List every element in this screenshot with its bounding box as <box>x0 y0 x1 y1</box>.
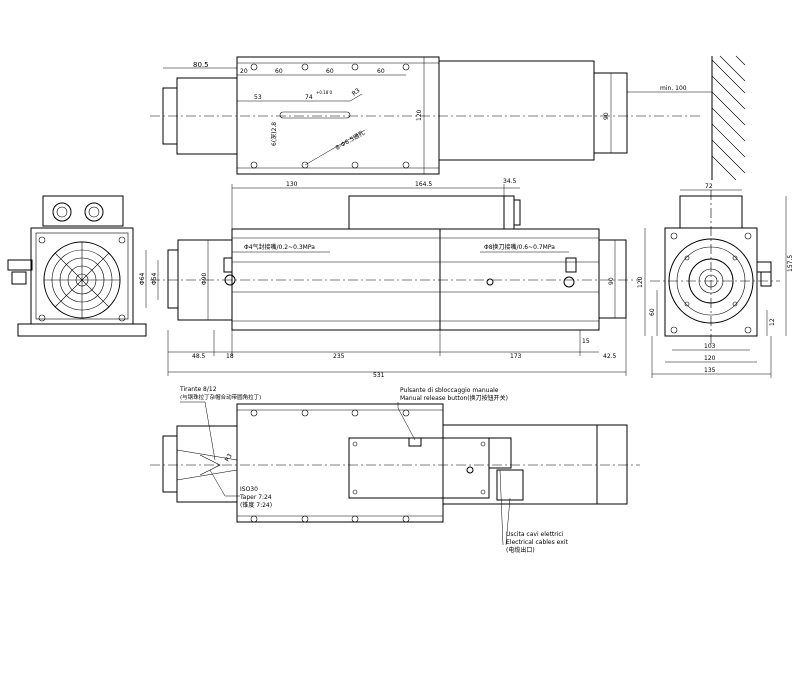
mount-holes-top <box>250 63 410 169</box>
dim-min100: min. 100 <box>660 85 687 92</box>
side-view: 72 157.5 120 60 12 103 120 135 <box>637 183 794 378</box>
left-end-view <box>7 195 147 337</box>
dim-60c: 60 <box>377 68 385 75</box>
dim-42-5: 42.5 <box>603 353 617 360</box>
dim-130: 130 <box>286 181 298 188</box>
dim-60b: 60 <box>326 68 334 75</box>
top-view: 80.5 20 60 60 60 53 74 +0.18 0 R3 6(深)2.… <box>150 55 746 181</box>
dim-90-top: 90 <box>603 112 610 120</box>
dim-120-top: 120 <box>416 109 423 121</box>
dim-phi90: Φ90 <box>201 272 208 285</box>
bottom-view: Tirante 8/12 (与钢珠拉丁杂帽合动带圆角拉丁) R3 ISO30 T… <box>150 386 640 554</box>
dim-slot: 6(深)2.8 <box>270 122 278 146</box>
dim-74: 74 <box>305 94 313 101</box>
dim-15: 15 <box>582 338 590 345</box>
dim-120-side: 120 <box>637 276 644 288</box>
dim-53: 53 <box>254 94 262 101</box>
dim-phi64: Φ64 <box>139 272 146 285</box>
dim-holes: 8-Φ6.5通孔 <box>334 129 366 152</box>
release-label-1: Pulsante di sbloccaggio manuale <box>400 387 499 394</box>
tirante-label-2: (与钢珠拉丁杂帽合动带圆角拉丁) <box>180 393 261 401</box>
wall-hatch <box>711 55 746 181</box>
dim-103: 103 <box>704 343 716 350</box>
dim-235: 235 <box>333 353 345 360</box>
dim-74-tol: +0.18 0 <box>316 90 333 95</box>
iso-label-2: Taper 7:24 <box>239 494 272 501</box>
dim-18: 18 <box>226 353 234 360</box>
dim-60-side: 60 <box>649 308 656 316</box>
dim-90-front: 90 <box>608 277 615 285</box>
dim-48-5: 48.5 <box>192 353 206 360</box>
dim-135: 135 <box>704 367 716 374</box>
cable-label-3: (电缆出口) <box>506 546 535 554</box>
air-left-label: Φ4气封接嘴/0.2~0.3MPa <box>244 243 315 251</box>
iso-label-3: (锥度 7:24) <box>240 501 272 509</box>
tirante-label-1: Tirante 8/12 <box>179 386 217 393</box>
dim-164-5: 164.5 <box>415 181 432 188</box>
air-right-label: Φ8换刀接嘴/0.6~0.7MPa <box>484 243 555 251</box>
dim-20: 20 <box>240 68 248 75</box>
release-label-2: Manual release button(换刀按钮开关) <box>400 394 508 402</box>
dim-72: 72 <box>705 183 713 190</box>
dim-60a: 60 <box>275 68 283 75</box>
dim-531: 531 <box>373 372 385 379</box>
dim-80-5: 80.5 <box>193 61 209 69</box>
dim-phi54: Φ54 <box>151 272 158 285</box>
cable-label-1: Uscita cavi elettrici <box>506 531 564 538</box>
dim-173: 173 <box>510 353 522 360</box>
dim-34-5: 34.5 <box>503 178 517 185</box>
front-view: 130 164.5 34.5 Φ4气封接嘴/0.2~0.3MPa Φ8换刀接嘴/… <box>139 178 640 379</box>
dim-r3-bottom: R3 <box>224 452 234 463</box>
cable-label-2: Electrical cables exit <box>506 539 568 546</box>
dim-12-side: 12 <box>769 318 776 326</box>
dim-157-5: 157.5 <box>787 255 794 272</box>
dim-120-side-b: 120 <box>704 355 716 362</box>
dim-r3-top: R3 <box>351 87 362 98</box>
iso-label-1: ISO30 <box>240 486 258 493</box>
